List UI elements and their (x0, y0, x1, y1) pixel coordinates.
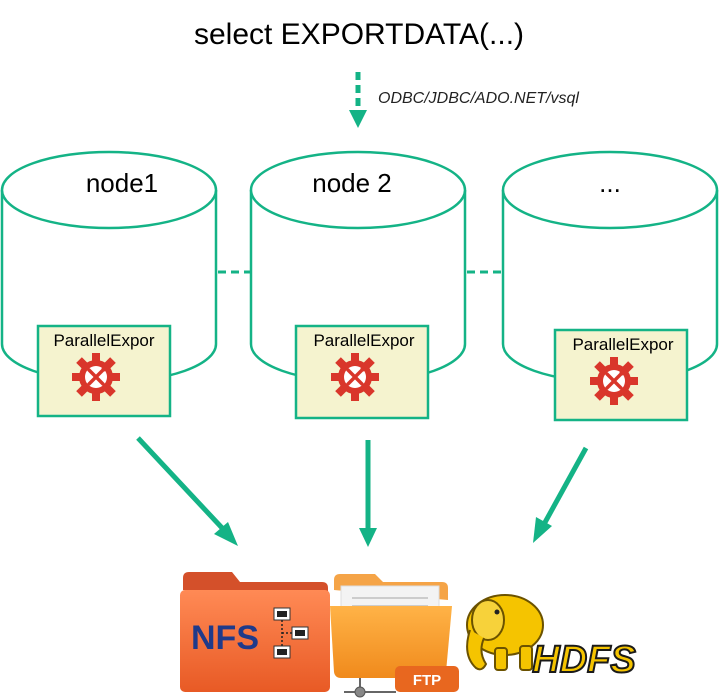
parallel-export-label-1: ParallelExpor (53, 331, 154, 350)
ftp-folder-icon: FTP (330, 574, 459, 698)
connection-label: ODBC/JDBC/ADO.NET/vsql (378, 90, 579, 107)
parallel-export-label-2: ParallelExpor (313, 331, 414, 350)
query-title: select EXPORTDATA(...) (194, 18, 524, 51)
node-label-3: ... (599, 168, 621, 198)
hdfs-label: HDFS (532, 639, 635, 681)
nfs-folder-icon: NFS (180, 572, 330, 692)
gear-tool-icon (329, 351, 381, 403)
gear-tool-icon (70, 351, 122, 403)
output-arrow-3 (533, 446, 589, 543)
gear-tool-icon (588, 355, 640, 407)
output-arrow-2 (359, 440, 377, 547)
nfs-label: NFS (191, 619, 259, 657)
node-label-2: node 2 (312, 168, 392, 198)
node-label-1: node1 (86, 168, 158, 198)
parallel-export-box-3: ParallelExpor (553, 328, 689, 422)
parallel-export-box-1: ParallelExpor (36, 324, 172, 418)
hadoop-elephant-icon (466, 594, 544, 671)
query-arrow (349, 72, 367, 128)
output-arrow-1 (136, 436, 238, 546)
ftp-label: FTP (413, 672, 441, 689)
parallel-export-box-2: ParallelExpor (294, 324, 430, 420)
parallel-export-label-3: ParallelExpor (572, 335, 673, 354)
